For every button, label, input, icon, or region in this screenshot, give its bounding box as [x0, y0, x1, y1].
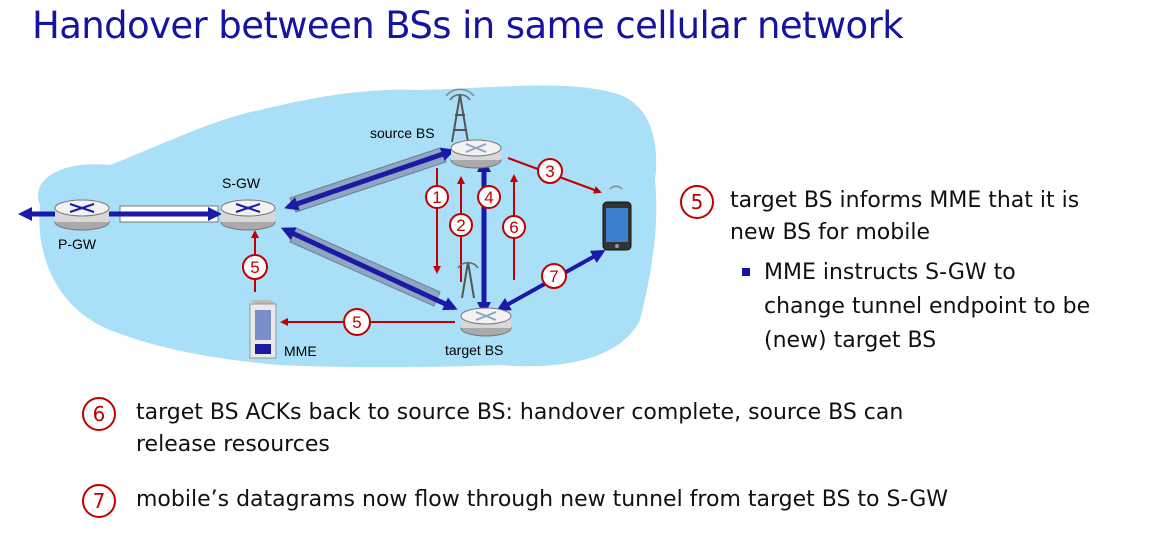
step-5-line-2: new BS for mobile: [730, 220, 930, 245]
pgw-label: P-GW: [58, 236, 97, 252]
step-7-line-1: mobile’s datagrams now flow through new …: [136, 487, 949, 512]
step-6-line-2: release resources: [136, 432, 330, 457]
svg-text:1: 1: [432, 188, 441, 207]
network-diagram: source BS target BS S-GW P-GW MME 1 2 3 …: [18, 85, 657, 368]
sub-bullet-square: [742, 268, 750, 276]
svg-text:4: 4: [484, 188, 493, 207]
step-6-line-1: target BS ACKs back to source BS: handov…: [136, 400, 904, 425]
step-5-line-1: target BS informs MME that it is: [730, 188, 1080, 213]
mobile-phone-icon: [602, 185, 632, 251]
sgw-router-icon: [220, 199, 276, 231]
step-5-sub-line-3: (new) target BS: [764, 328, 937, 353]
step-5-sub-line-2: change tunnel endpoint to be: [764, 294, 1091, 319]
target-bs-label: target BS: [445, 342, 503, 358]
target-bs-icon: [457, 261, 512, 337]
svg-text:5: 5: [250, 258, 259, 277]
step-badge-3: 3: [537, 158, 563, 184]
source-bs-label: source BS: [370, 125, 435, 141]
step-badge-1: 1: [425, 185, 449, 209]
step-badge-5-sgw: 5: [242, 254, 268, 280]
svg-text:2: 2: [456, 216, 465, 235]
svg-text:6: 6: [509, 218, 518, 237]
step-badge-2: 2: [449, 213, 473, 237]
sgw-label: S-GW: [222, 175, 261, 191]
svg-text:7: 7: [549, 267, 558, 286]
svg-text:5: 5: [352, 313, 361, 332]
sgw-source-tunnel: [284, 147, 456, 213]
mme-server-icon: [249, 300, 277, 359]
step-5-sub-line-1: MME instructs S-GW to: [764, 260, 1016, 285]
step-badge-4: 4: [477, 185, 501, 209]
step-badge-5-mme: 5: [343, 308, 371, 336]
step-5-badge: 5: [680, 185, 714, 219]
step-badge-6: 6: [502, 215, 526, 239]
step-badge-7: 7: [541, 263, 567, 289]
sgw-target-tunnel: [280, 227, 458, 311]
source-bs-icon: [445, 88, 502, 169]
page-title: Handover between BSs in same cellular ne…: [32, 4, 904, 47]
pgw-router-icon: [54, 199, 110, 231]
svg-text:3: 3: [545, 162, 554, 181]
step-7-badge: 7: [82, 484, 116, 518]
mme-label: MME: [284, 343, 317, 359]
step-6-badge: 6: [82, 397, 116, 431]
